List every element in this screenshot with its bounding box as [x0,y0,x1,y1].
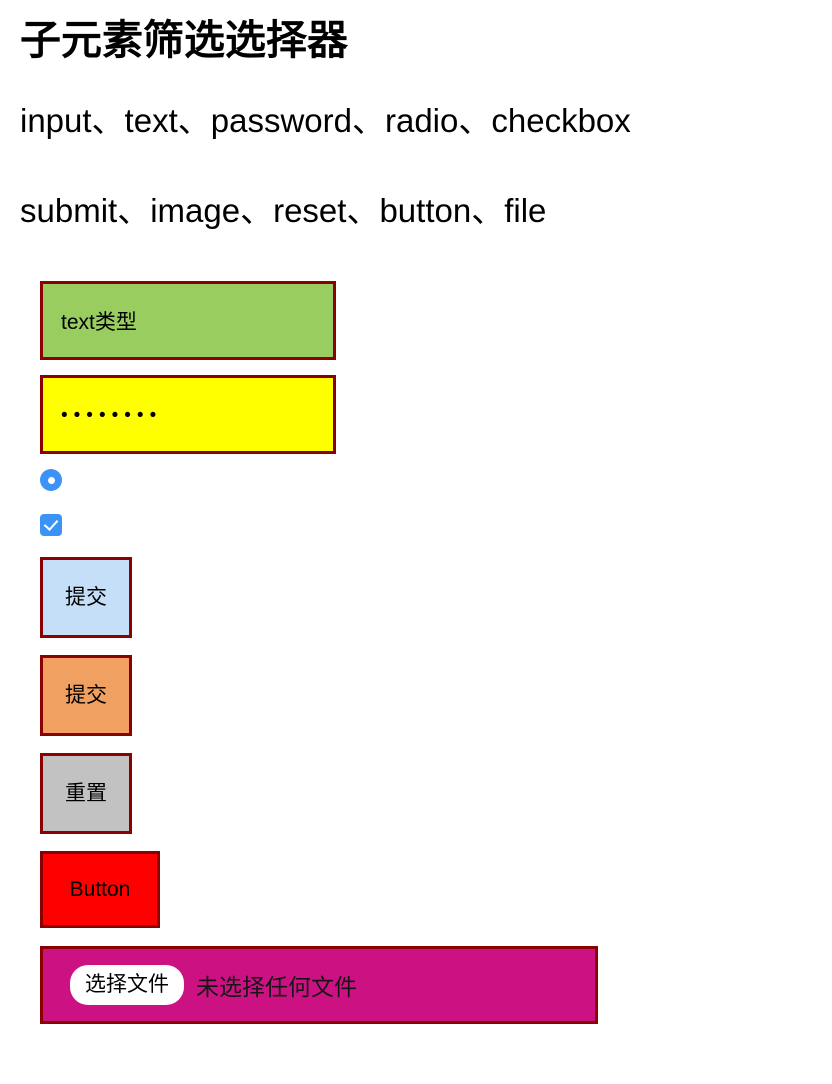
checkbox-row [40,491,812,536]
submit-button[interactable]: 提交 [40,557,132,638]
reset-button[interactable]: 重置 [40,753,132,834]
input-types-line-1: input、text、password、radio、checkbox [20,102,631,139]
plain-button[interactable]: Button [40,851,160,928]
text-input-row [40,281,812,360]
text-input[interactable] [40,281,336,360]
image-submit-button[interactable]: 提交 [40,655,132,736]
file-input[interactable]: 选择文件 未选择任何文件 [40,946,598,1024]
choose-file-button[interactable]: 选择文件 [70,965,184,1005]
demo-form: •••••••• 提交 提交 重置 Button 选择文件 未选择任何文件 [20,281,812,1024]
input-types-line-2: submit、image、reset、button、file [20,192,547,229]
checkbox[interactable] [40,514,62,536]
password-masked-value: •••••••• [61,405,163,426]
password-input[interactable]: •••••••• [40,375,336,454]
password-input-row: •••••••• [40,375,812,454]
page-title: 子元素筛选选择器 [20,17,348,63]
radio-button[interactable] [40,469,62,491]
radio-row [40,454,812,491]
file-status-text: 未选择任何文件 [196,974,357,1000]
